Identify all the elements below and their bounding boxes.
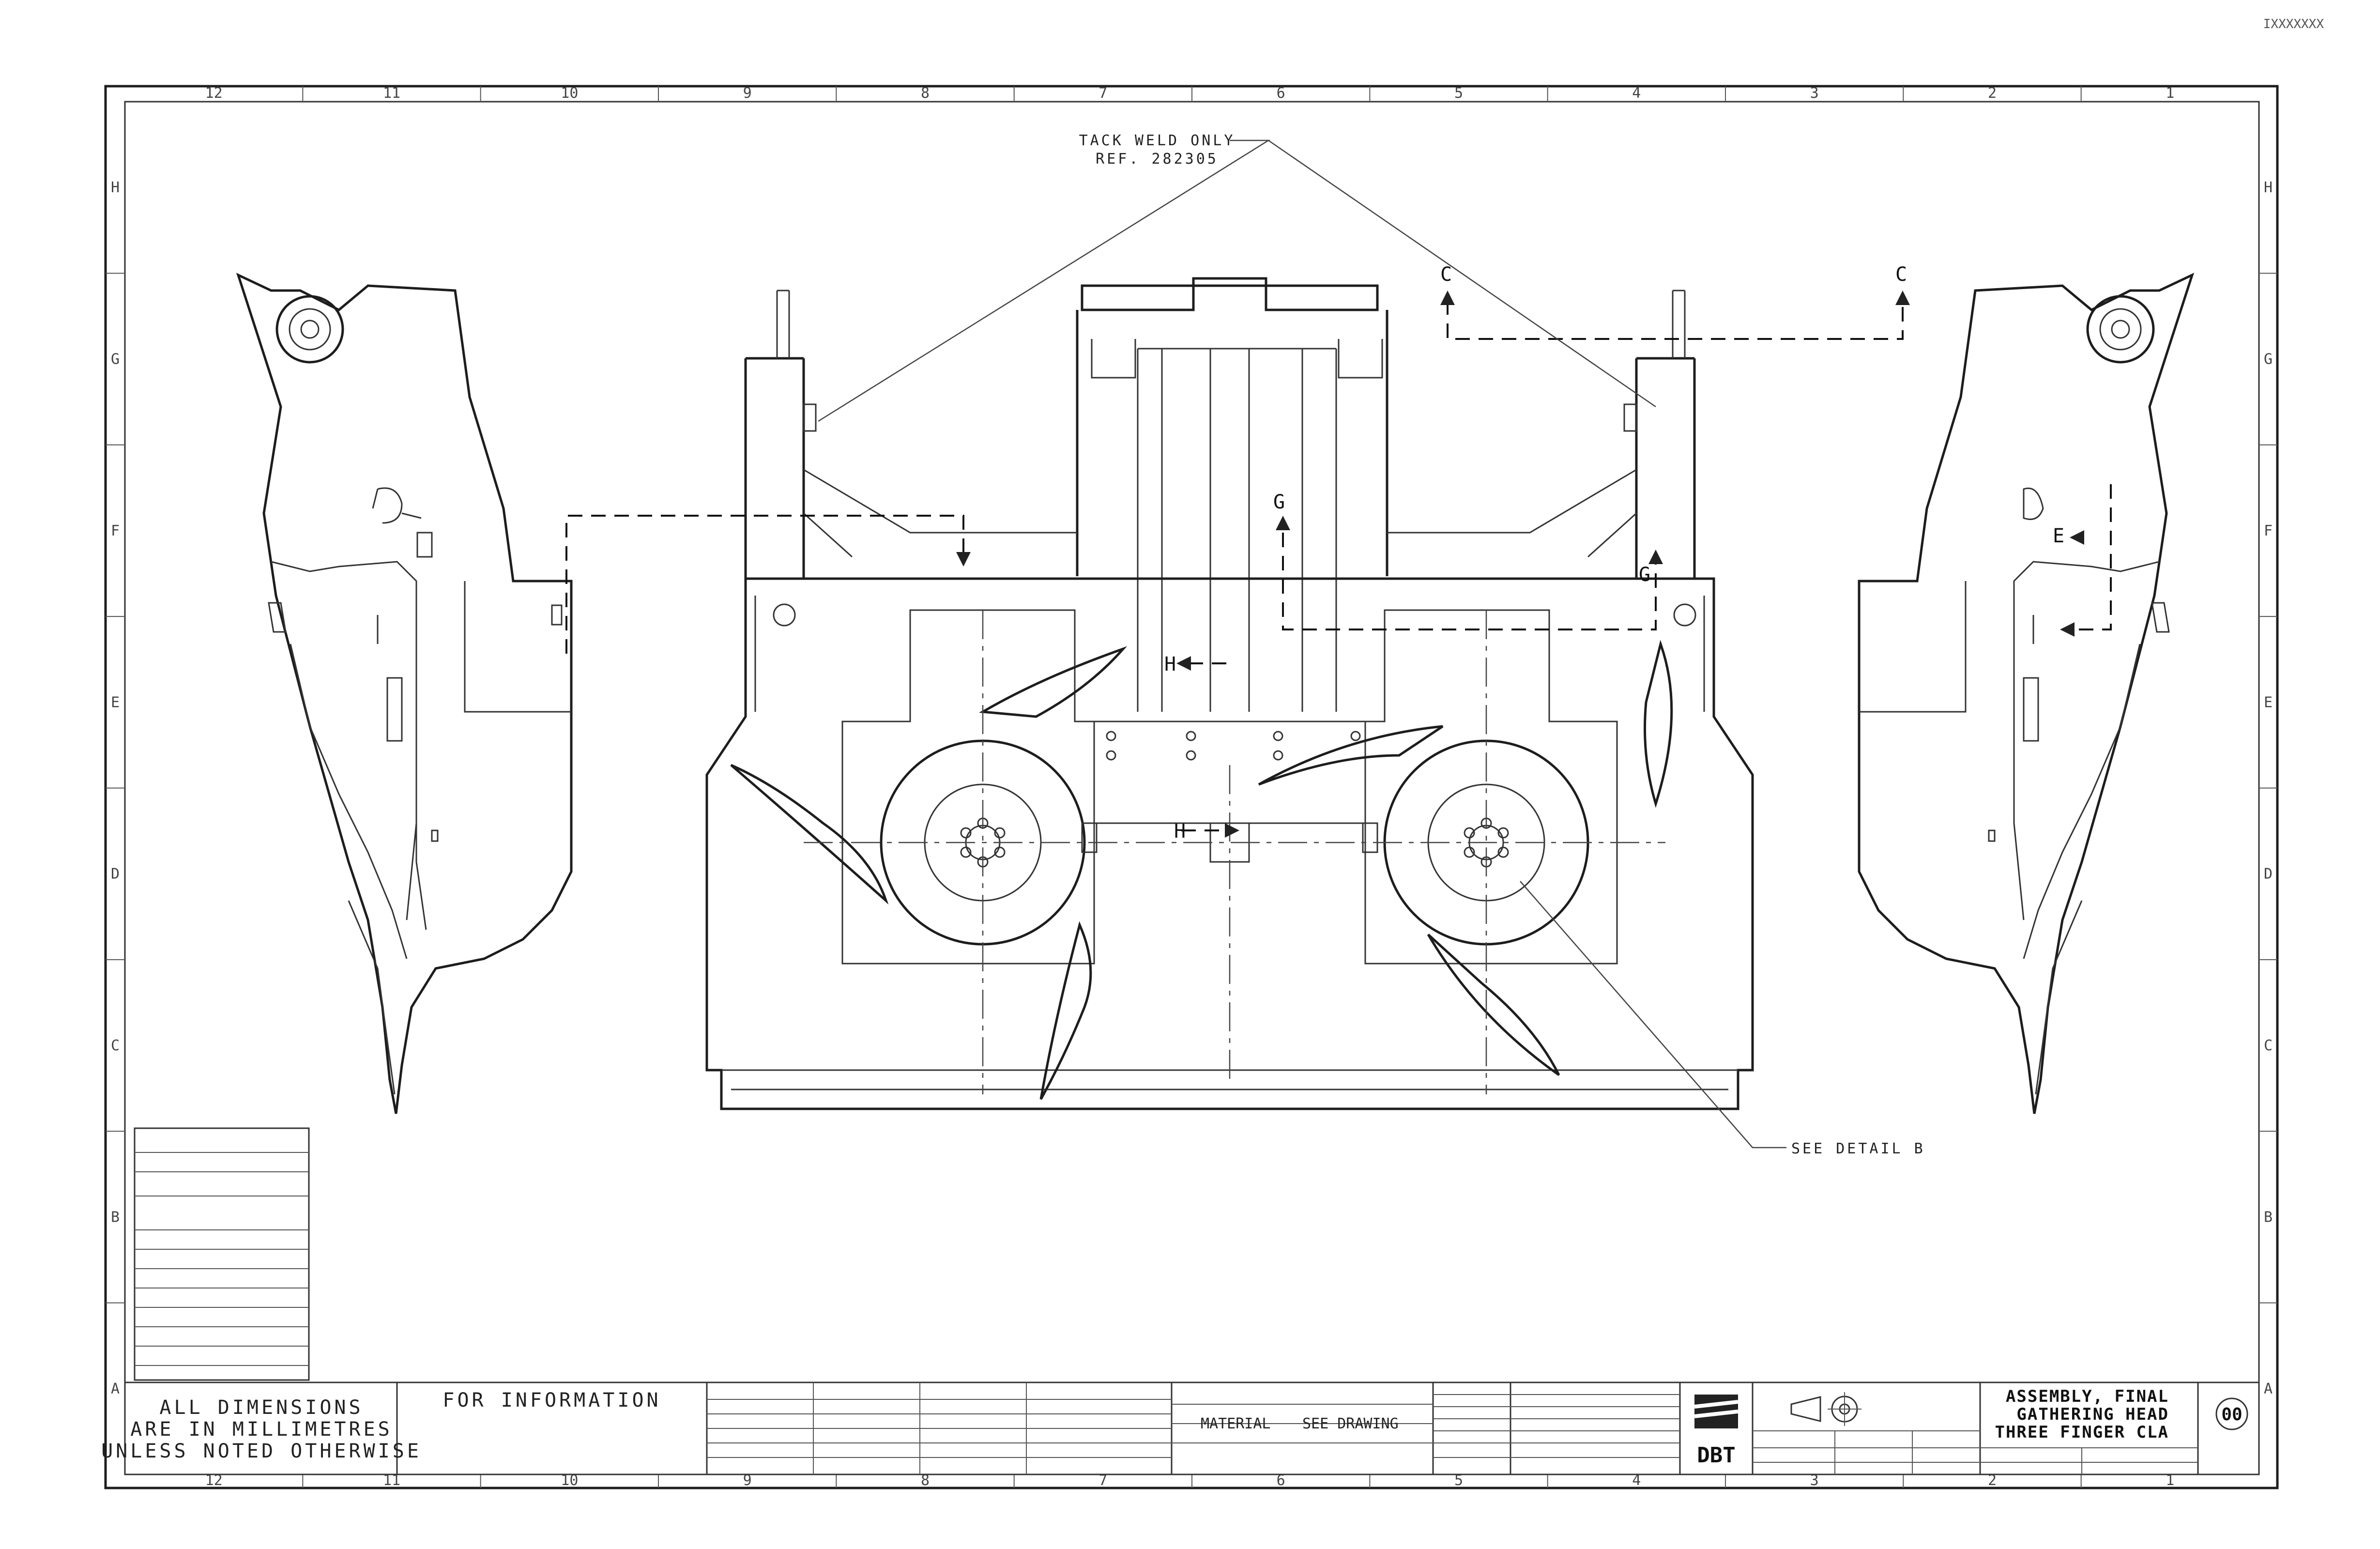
left-side-view: [236, 273, 573, 1114]
note-see-detail: SEE DETAIL B: [1791, 1140, 1925, 1157]
tb-revision: 00: [2221, 1405, 2242, 1425]
inner-border: [124, 101, 2260, 1475]
view-label-g-right: G: [1639, 564, 1650, 586]
zone-label-top-10: 10: [561, 85, 578, 102]
zone-label-left-E: E: [111, 694, 120, 711]
zone-label-bottom-9: 9: [743, 1472, 752, 1489]
tb-dimensions-line1: ALL DIMENSIONS: [159, 1396, 363, 1419]
zone-label-top-9: 9: [743, 85, 752, 102]
zone-label-bottom-4: 4: [1632, 1472, 1641, 1489]
zone-label-top-2: 2: [1988, 85, 1997, 102]
view-label-c-left: C: [1440, 263, 1452, 286]
zone-label-top-7: 7: [1098, 85, 1107, 102]
zone-label-bottom-6: 6: [1277, 1472, 1285, 1489]
view-label-h-upper: H: [1164, 653, 1176, 675]
zone-label-left-B: B: [111, 1209, 120, 1226]
tb-logo: DBT: [1697, 1443, 1735, 1468]
zone-label-right-B: B: [2264, 1209, 2273, 1226]
note-tack-weld: TACK WELD ONLY: [1079, 132, 1236, 149]
notes: TACK WELD ONLY REF. 282305 SEE DETAIL B: [818, 132, 1925, 1157]
dbt-logo-mark: [1694, 1395, 1739, 1428]
right-side-view: [1858, 273, 2195, 1114]
outer-border: [104, 85, 2279, 1489]
zone-label-left-F: F: [111, 522, 120, 539]
notes-table: [134, 1127, 310, 1381]
zone-label-left-G: G: [111, 351, 120, 368]
tb-info-header: FOR INFORMATION: [442, 1389, 661, 1411]
view-label-g-center: G: [1273, 491, 1285, 513]
zone-label-bottom-3: 3: [1810, 1472, 1819, 1489]
zone-ticks: [106, 86, 2277, 1488]
zone-label-bottom-7: 7: [1098, 1472, 1107, 1489]
tb-dimensions-line3: UNLESS NOTED OTHERWISE: [101, 1440, 422, 1462]
corner-stamp: IXXXXXXX: [2263, 17, 2324, 31]
zone-label-top-4: 4: [1632, 85, 1641, 102]
tb-dimensions-line2: ARE IN MILLIMETRES: [130, 1418, 392, 1441]
tb-material-value: SEE DRAWING: [1302, 1415, 1399, 1432]
zone-label-left-C: C: [111, 1037, 120, 1054]
center-front-view: [705, 277, 1754, 1110]
tb-material-label: MATERIAL: [1201, 1415, 1271, 1432]
view-letters: C C G G H H E: [1164, 263, 2064, 843]
zone-label-right-G: G: [2264, 351, 2273, 368]
projection-symbol: [1790, 1392, 1861, 1426]
zone-label-top-5: 5: [1454, 85, 1463, 102]
section-lines: [565, 291, 2112, 838]
zone-label-right-E: E: [2264, 694, 2273, 711]
zone-label-left-A: A: [111, 1380, 120, 1397]
view-label-e-right: E: [2053, 525, 2064, 547]
view-label-c-right: C: [1895, 263, 1907, 286]
zone-label-right-F: F: [2264, 522, 2273, 539]
zone-label-top-12: 12: [205, 85, 223, 102]
zone-label-top-3: 3: [1810, 85, 1819, 102]
zone-label-top-8: 8: [921, 85, 930, 102]
zone-label-top-1: 1: [2166, 85, 2174, 102]
zone-label-top-11: 11: [383, 85, 400, 102]
zone-label-right-H: H: [2264, 179, 2273, 196]
title-block: ALL DIMENSIONS ARE IN MILLIMETRES UNLESS…: [101, 1381, 2260, 1475]
tb-title-line3: THREE FINGER CLA: [1995, 1423, 2169, 1442]
zone-label-top-6: 6: [1277, 85, 1285, 102]
view-label-h-lower: H: [1174, 820, 1186, 843]
tb-title-line2: GATHERING HEAD: [2016, 1405, 2169, 1424]
zone-label-right-A: A: [2264, 1380, 2273, 1397]
tb-title-line1: ASSEMBLY, FINAL: [2006, 1387, 2169, 1406]
zone-label-bottom-8: 8: [921, 1472, 930, 1489]
zone-label-bottom-2: 2: [1988, 1472, 1997, 1489]
zone-label-bottom-1: 1: [2166, 1472, 2174, 1489]
note-tack-weld-ref: REF. 282305: [1096, 151, 1219, 168]
zone-label-left-H: H: [111, 179, 120, 196]
centerlines: [804, 610, 1665, 1094]
zone-label-bottom-5: 5: [1454, 1472, 1463, 1489]
zone-label-right-D: D: [2264, 866, 2273, 883]
zone-label-right-C: C: [2264, 1037, 2273, 1054]
zone-label-left-D: D: [111, 866, 120, 883]
